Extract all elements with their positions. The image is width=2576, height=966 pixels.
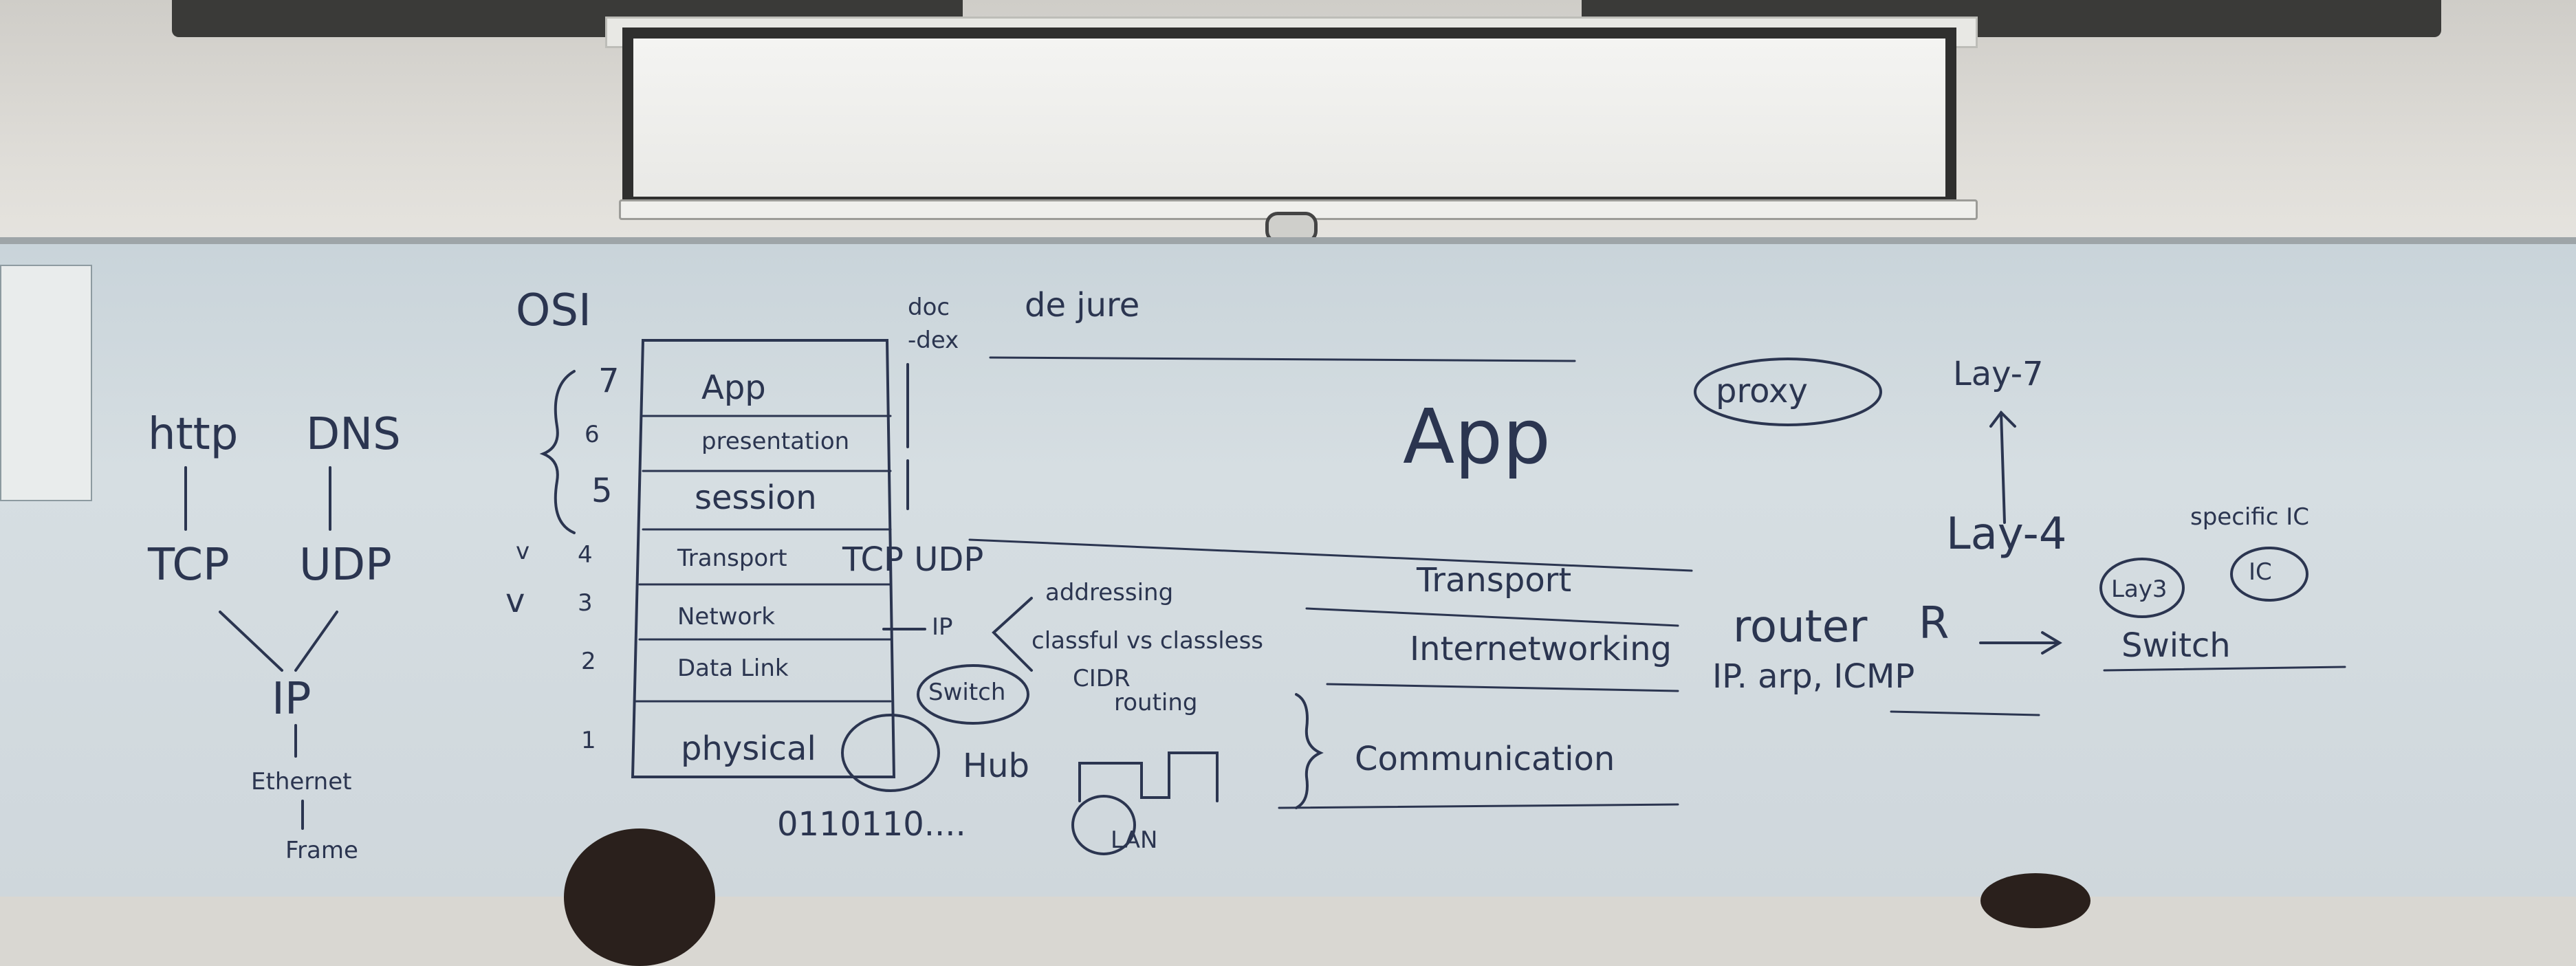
layer-name: session [695, 479, 817, 517]
hub-cn-circle [841, 714, 940, 792]
frame-label: Frame [285, 837, 358, 864]
dns-label: DNS [306, 409, 401, 460]
layer-name: Network [677, 603, 775, 630]
lan-circle [1071, 795, 1136, 855]
ethernet-label: Ethernet [251, 768, 352, 795]
transport-protocols: TCP UDP [842, 540, 984, 579]
lay3-label: Lay3 [2111, 575, 2168, 603]
layer-name: Transport [677, 545, 787, 572]
arrow-lay4-lay7 [2000, 411, 2006, 524]
whiteboard [0, 237, 2576, 897]
lay3-circle [2099, 558, 2185, 618]
router-label: router [1733, 602, 1868, 652]
ip-note: addressing [1045, 579, 1174, 606]
layer-num: 5 [591, 472, 613, 510]
student-head [1980, 873, 2091, 928]
layer-name: presentation [701, 428, 850, 455]
signal-wave [1078, 751, 1219, 802]
specific-ic-label: specific IC [2190, 503, 2310, 531]
arrow-tcp-ip [219, 611, 283, 672]
network-ip: IP [932, 613, 953, 641]
tcpip-transport: Transport [1417, 561, 1572, 600]
proxy-label: proxy [1716, 372, 1808, 410]
bracket-ip-notes [992, 597, 1033, 672]
arrow-head-2 [2041, 631, 2062, 655]
tcpip-internet: Internetworking [1410, 630, 1672, 668]
ip-label: IP [272, 674, 312, 725]
check-mark: v [505, 582, 525, 620]
layer-num: 6 [585, 421, 600, 448]
bits-label: 0110110.... [777, 805, 966, 844]
switch-right-label: Switch [2121, 626, 2231, 665]
layer-name: App [701, 369, 766, 407]
brace-communication [1295, 693, 1324, 809]
layer-num: 4 [578, 541, 593, 569]
layer-name: Data Link [677, 655, 789, 682]
proxy-circle [1694, 358, 1882, 426]
ip-note: classful vs classless [1032, 627, 1264, 655]
lan-label: LAN [1111, 826, 1158, 854]
ip-note: routing [1114, 689, 1198, 716]
check-mark: v [516, 538, 530, 565]
lay4-label: Lay-4 [1946, 509, 2067, 560]
posted-notice [0, 265, 92, 501]
arrow-head [1989, 410, 2016, 428]
student-head [564, 828, 715, 966]
tcpip-line [1326, 683, 1679, 692]
whiteboard-drawings [184, 339, 2346, 855]
header-underline [989, 356, 1576, 362]
http-label: http [148, 409, 239, 460]
lay7-label: Lay-7 [1953, 355, 2044, 393]
hub-label: Hub [963, 747, 1029, 785]
switch-circle [917, 664, 1029, 725]
tcpip-line [1305, 607, 1679, 627]
tcpip-app: App [1403, 393, 1551, 481]
udp-label: UDP [299, 540, 392, 591]
arrow-udp-ip [294, 611, 338, 672]
router-abbr: R [1919, 598, 1950, 649]
tcpip-link: Communication [1355, 740, 1615, 778]
switch-label: Switch [928, 679, 1006, 706]
switch-underline [2103, 666, 2346, 672]
router-underline [1890, 710, 2040, 716]
ic-circle [2230, 547, 2308, 602]
osi-table-border [631, 339, 896, 778]
layer-name: physical [681, 729, 816, 768]
projector-screen [622, 28, 1956, 208]
ip-note: CIDR [1073, 665, 1131, 692]
header-doc: doc [908, 294, 950, 321]
layer-num: 1 [581, 727, 596, 754]
router-protocols: IP. arp, ICMP [1712, 657, 1915, 696]
header-dex: -dex [908, 327, 959, 354]
header-de-jure: de jure [1025, 286, 1140, 325]
ic-label: IC [2249, 558, 2272, 586]
brace-upper-layers [539, 370, 576, 534]
tcp-label: TCP [148, 540, 230, 591]
tcpip-line [1278, 803, 1679, 809]
layer-num: 3 [578, 589, 593, 617]
layer-num: 7 [598, 362, 620, 400]
layer-num: 2 [581, 648, 596, 675]
osi-title: OSI [516, 285, 591, 336]
tcpip-line [968, 538, 1693, 572]
